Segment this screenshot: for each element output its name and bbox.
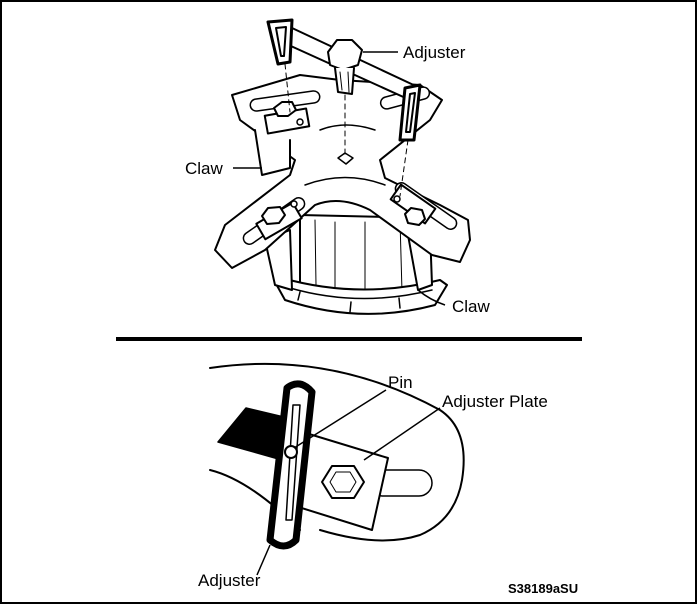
leader-lines-bottom: [256, 389, 441, 576]
label-adjuster-bottom: Adjuster: [198, 571, 261, 590]
label-adjuster-plate: Adjuster Plate: [442, 392, 548, 411]
hex-bolt-icon: [321, 465, 365, 499]
alignment-lines: [284, 63, 409, 197]
adjuster-knob-icon: [327, 39, 363, 95]
label-claw-right: Claw: [452, 297, 491, 316]
figure-code: S38189aSU: [508, 581, 578, 596]
claw-ring: [274, 277, 448, 315]
hex-bolt-icon: [389, 183, 437, 226]
adjuster-detail-illustration: [209, 362, 465, 550]
pin-icon: [284, 445, 298, 459]
label-pin: Pin: [388, 373, 413, 392]
hex-bolt-icon: [255, 200, 303, 241]
special-tool-illustration: [214, 18, 471, 315]
leader-lines-top: [233, 51, 446, 306]
label-claw-left: Claw: [185, 159, 224, 178]
hex-bolt-icon: [263, 101, 311, 135]
label-adjuster-top: Adjuster: [403, 43, 466, 62]
